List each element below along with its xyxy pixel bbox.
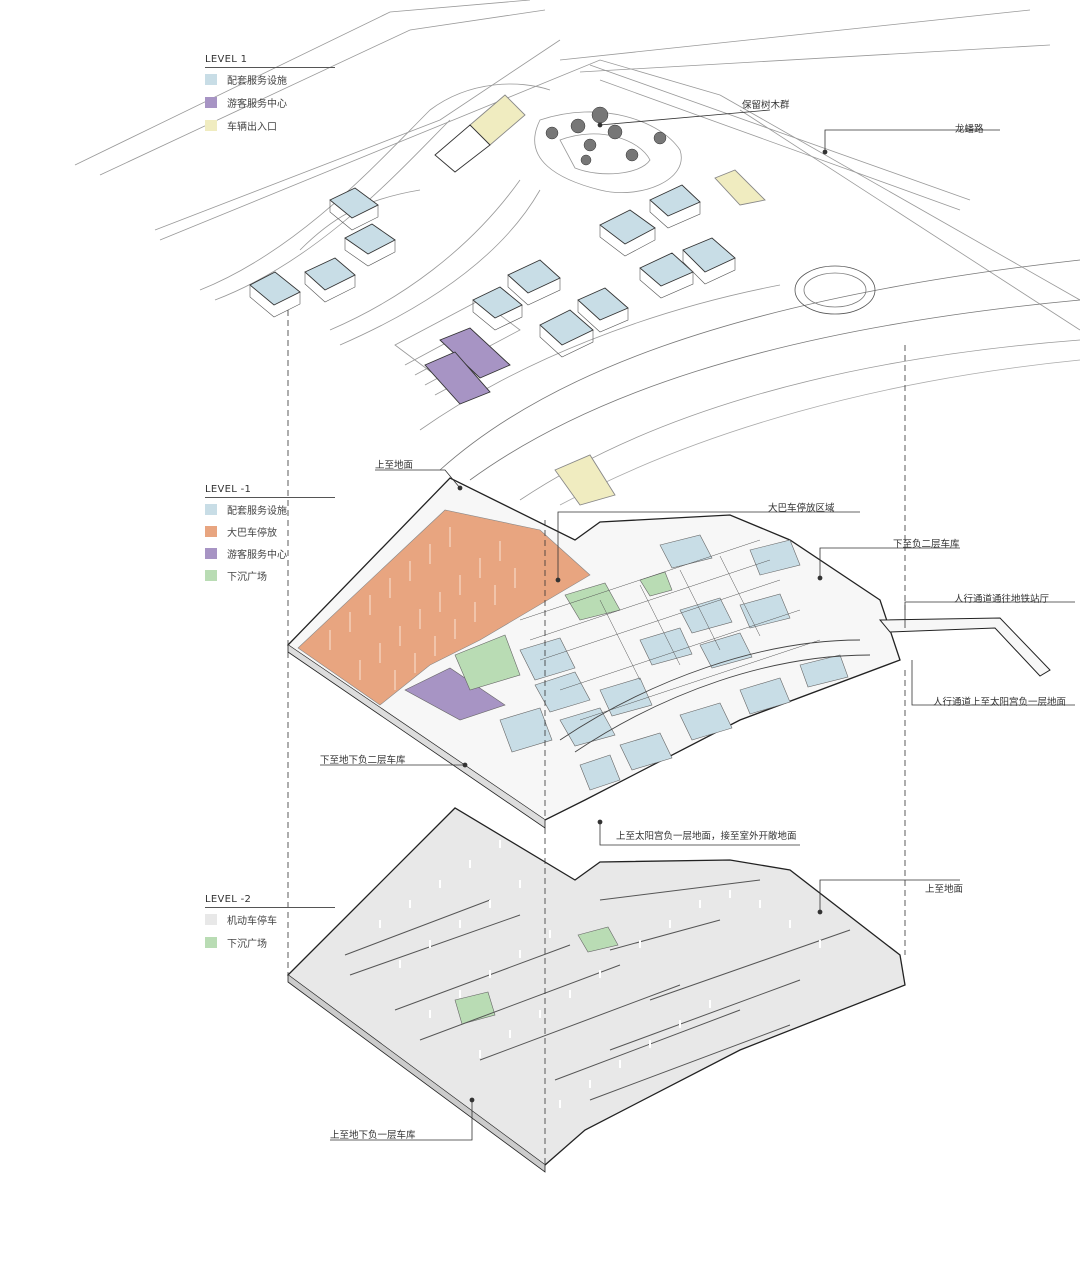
swatch-visitor-center <box>205 548 217 559</box>
callout-up-sunpalace-outdoor: 上至太阳宫负一层地面，接至室外开敞地面 <box>616 831 797 842</box>
level-minus-1-plan <box>286 477 1051 829</box>
swatch-service <box>205 504 217 515</box>
level-minus-2-columns <box>379 840 821 1108</box>
callout-up-b1-garage: 上至地下负一层车库 <box>330 1130 416 1141</box>
legend-item-car-parking: 机动车停车 <box>205 912 277 927</box>
level-minus-2-plan <box>287 807 906 1173</box>
callout-up-to-ground-1: 上至地面 <box>375 460 414 471</box>
callout-down-b2-garage-left: 下至地下负二层车库 <box>320 755 406 766</box>
swatch-sunken-plaza <box>205 937 217 948</box>
legend-level-1: LEVEL 1 配套服务设施 游客服务中心 车辆出入口 <box>205 54 335 134</box>
legend-item-visitor-center: 游客服务中心 <box>205 95 287 110</box>
swatch-sunken-plaza <box>205 570 217 581</box>
legend-item-bus-parking: 大巴车停放 <box>205 524 277 539</box>
callout-pedestrian-sunpalace: 人行通道上至太阳宫负一层地面 <box>933 697 1067 708</box>
legend-level-minus-2: LEVEL -2 机动车停车 下沉广场 <box>205 894 335 954</box>
swatch-car-parking <box>205 914 217 925</box>
legend-level-1-title: LEVEL 1 <box>205 54 248 65</box>
swatch-service <box>205 74 217 85</box>
alignment-dashes <box>287 310 906 1165</box>
swatch-visitor-center <box>205 97 217 108</box>
callout-bus-area: 大巴车停放区域 <box>768 503 835 514</box>
bus-columns <box>329 527 516 690</box>
callout-tree-group: 保留树木群 <box>742 100 790 111</box>
swatch-vehicle-entrance <box>205 120 217 131</box>
legend-level-minus-1-title: LEVEL -1 <box>205 484 252 495</box>
legend-item-sunken-plaza: 下沉广场 <box>205 935 267 950</box>
legend-level-minus-2-title: LEVEL -2 <box>205 894 252 905</box>
level-minus-2-walls <box>344 879 851 1101</box>
legend-level-minus-1: LEVEL -1 配套服务设施 大巴车停放 游客服务中心 下沉广场 <box>205 484 335 584</box>
legend-item-sunken-plaza: 下沉广场 <box>205 568 267 583</box>
legend-item-service: 配套服务设施 <box>205 502 287 517</box>
callout-pedestrian-metro: 人行通道通往地铁站厅 <box>954 594 1050 605</box>
level-1-buildings <box>249 94 766 506</box>
legend-item-service: 配套服务设施 <box>205 72 287 87</box>
leader-lines <box>320 109 1075 1141</box>
legend-item-vehicle-entrance: 车辆出入口 <box>205 118 277 133</box>
callout-down-b2-garage-right: 下至负二层车库 <box>893 539 960 550</box>
callout-longxi-road: 龙蟠路 <box>955 124 984 135</box>
legend-item-visitor-center: 游客服务中心 <box>205 546 287 561</box>
callout-up-to-ground-2: 上至地面 <box>925 884 964 895</box>
tree-group <box>545 106 667 166</box>
swatch-bus-parking <box>205 526 217 537</box>
level-minus-1-walls <box>519 539 821 721</box>
